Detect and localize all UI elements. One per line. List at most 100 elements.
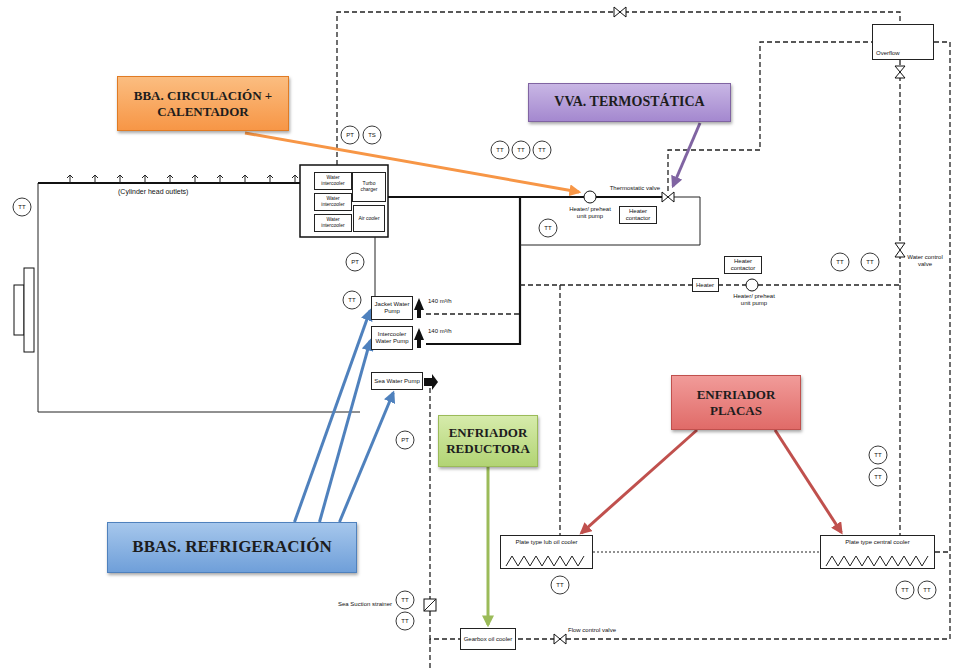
heater-box: Heater xyxy=(692,278,719,292)
pipe xyxy=(520,284,692,285)
sea-suction-line xyxy=(430,611,461,639)
sensor-tag: TT xyxy=(511,147,531,154)
sensor-circle xyxy=(346,253,364,271)
sensor-circle xyxy=(343,291,361,309)
engine-outline xyxy=(38,183,360,412)
node-text: ENFRIADOR PLACAS xyxy=(684,387,788,418)
sensor-tag: TT xyxy=(342,297,362,304)
sensor-circle xyxy=(869,468,887,486)
callout-arrow xyxy=(775,430,841,532)
part-label: Sea Suction strainer xyxy=(338,601,392,608)
sensor-tag: PT xyxy=(340,132,360,139)
sensor-tag: TS xyxy=(362,132,382,139)
part-label: 140 m³/h xyxy=(428,298,452,305)
leader-arrow xyxy=(245,133,579,192)
node-text: Water intercooler xyxy=(317,175,349,187)
node-text: Water intercooler xyxy=(317,217,349,229)
node-text: VVA. TERMOSTÁTICA xyxy=(554,94,704,111)
cooler-box: Air cooler xyxy=(353,205,385,232)
flow-valve-symbol xyxy=(554,634,566,644)
strainer-symbol xyxy=(424,599,436,611)
node-text: Water intercooler xyxy=(317,196,349,208)
callout-box: BBA. CIRCULACIÓN + CALENTADOR xyxy=(117,76,289,131)
sensor-circle xyxy=(831,253,849,271)
pump-arrow xyxy=(424,374,438,390)
sensor-circle xyxy=(396,431,414,449)
sensor-tag: TT xyxy=(860,259,880,266)
part-label: Heater/ preheat unit pump xyxy=(568,206,612,220)
sensor-tag: TT xyxy=(538,225,558,232)
sensor-tag: TT xyxy=(830,259,850,266)
callout-arrow xyxy=(340,393,394,522)
node-text: Plate type central cooler xyxy=(843,539,911,546)
sensor-tag: TT xyxy=(532,147,552,154)
sensor-tag: TT xyxy=(917,587,937,594)
node-text: Intercooler Water Pump xyxy=(374,331,410,345)
valve-symbol xyxy=(895,66,905,78)
cooler-box: Water intercooler xyxy=(314,214,352,232)
cylinder-head-pipe xyxy=(38,182,300,184)
sensor-tag: TT xyxy=(868,474,888,481)
sensor-tag: TT xyxy=(395,597,415,604)
pump-symbol xyxy=(584,191,596,203)
engine-block xyxy=(300,165,388,237)
pipe xyxy=(375,237,376,296)
callout-box: ENFRIADOR PLACAS xyxy=(671,375,801,430)
sensor-circle xyxy=(512,141,530,159)
node-text: Heater contactor xyxy=(622,208,654,222)
sensor-circle xyxy=(918,581,936,599)
flywheel xyxy=(14,285,24,335)
pipe xyxy=(559,285,560,535)
flywheel xyxy=(24,268,34,352)
sea-suction-line xyxy=(429,388,430,599)
callout-box: BBAS. REFRIGERACIÓN xyxy=(107,522,357,573)
sensor-tag: PT xyxy=(345,259,365,266)
part-label: 140 m³/h xyxy=(428,328,452,335)
part-label: Heater/ preheat unit pump xyxy=(732,293,776,307)
strainer-symbol xyxy=(424,599,436,611)
cooler-link xyxy=(593,552,820,553)
pump-arrow xyxy=(414,298,424,318)
pump-arrow xyxy=(414,328,424,348)
pipe xyxy=(520,197,700,245)
thermostatic-valve-symbol xyxy=(662,192,674,202)
node-text: Sea Water Pump xyxy=(374,378,419,385)
pipe xyxy=(899,60,900,243)
sensor-circle xyxy=(13,198,31,216)
cooler-box: Water intercooler xyxy=(314,193,352,211)
contactor-box: Heater contactor xyxy=(724,256,762,274)
callout-arrow xyxy=(487,467,490,625)
sensor-circle xyxy=(341,126,359,144)
sensor-circle xyxy=(896,581,914,599)
sensor-tag: TT xyxy=(868,452,888,459)
pipe xyxy=(899,285,900,535)
node-text: Air cooler xyxy=(358,216,379,222)
node-text: BBAS. REFRIGERACIÓN xyxy=(132,537,331,557)
overflow-tank: Overflow xyxy=(872,24,934,60)
sea-inlet-line xyxy=(429,639,430,668)
pipe xyxy=(388,196,584,198)
node-text: Gearbox oil cooler xyxy=(464,636,513,643)
node-text: Jacket Water Pump xyxy=(374,301,410,315)
outlet-arrows xyxy=(67,175,298,183)
node-text: Heater xyxy=(696,282,714,289)
sensor-circle xyxy=(861,253,879,271)
sensor-circle xyxy=(363,126,381,144)
sensor-tag: TT xyxy=(490,147,510,154)
gearbox-cooler: Gearbox oil cooler xyxy=(460,628,516,650)
contactor-box: Heater contactor xyxy=(619,206,657,224)
turbo-box: Turbo charger xyxy=(352,172,386,202)
pump-box: Intercooler Water Pump xyxy=(371,326,413,350)
pipe xyxy=(426,197,520,344)
part-label: (Cylinder head outlets) xyxy=(118,188,188,196)
sensor-circle xyxy=(396,612,414,630)
plate-symbol xyxy=(506,556,584,566)
part-label: Flow control valve xyxy=(568,627,616,634)
node-text: ENFRIADOR REDUCTORA xyxy=(445,425,531,456)
vent-line xyxy=(337,12,900,165)
part-label: Thermostatic valve xyxy=(610,185,660,192)
callout-arrow xyxy=(320,341,371,522)
node-text: Turbo charger xyxy=(355,181,383,193)
leader-arrow xyxy=(673,123,700,186)
plate-cooler: Plate type central cooler xyxy=(820,535,935,569)
